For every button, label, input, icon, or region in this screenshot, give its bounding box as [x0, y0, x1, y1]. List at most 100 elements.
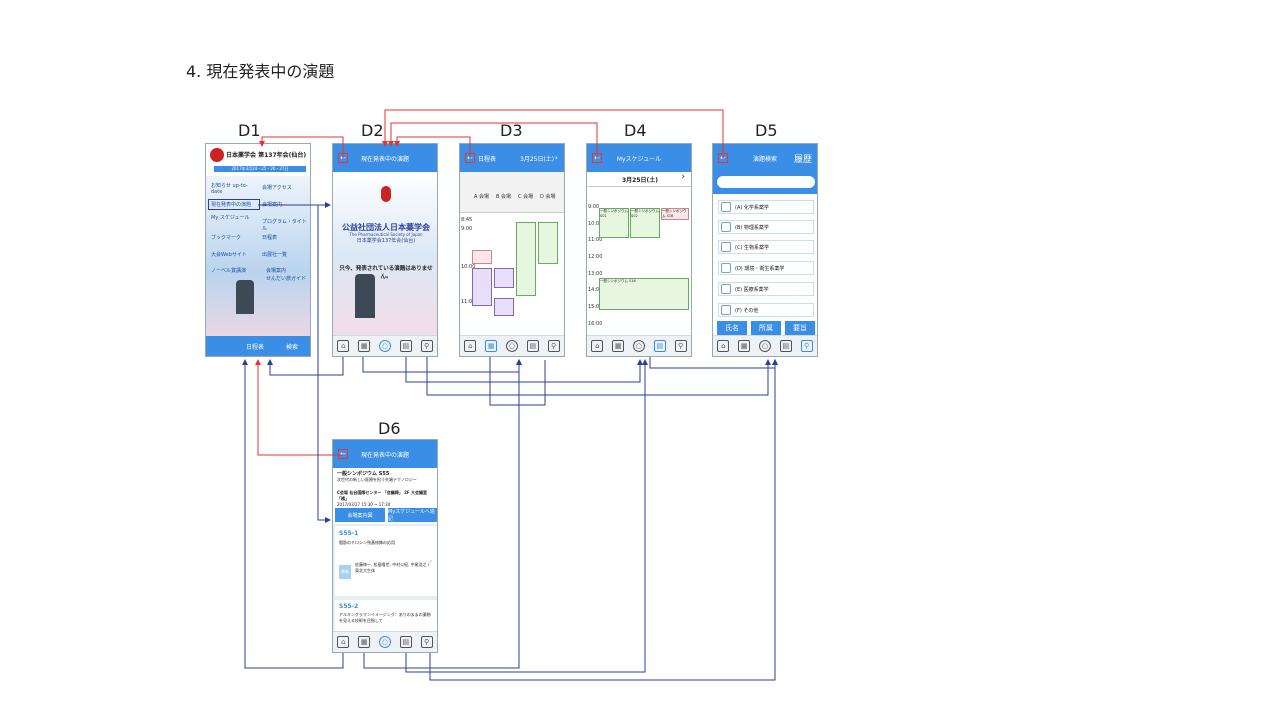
home-icon[interactable]: ⌂ — [464, 340, 477, 352]
label-d1: D1 — [238, 121, 261, 140]
tab-bar: ⌂ ▦ ○ ▤ ⚲ — [460, 335, 564, 356]
arrow-d6-back-to-d1 — [255, 359, 343, 456]
d3-header: 日程表 3月25日(土) — [460, 144, 564, 172]
event-block[interactable]: 一般シンポジウム S01 — [599, 208, 629, 238]
time-label: 14:00 — [588, 287, 603, 293]
next-icon[interactable]: › — [554, 153, 558, 162]
search-icon[interactable]: ⚲ — [547, 340, 560, 352]
chat-icon[interactable]: ○ — [632, 340, 645, 352]
session-block[interactable] — [516, 222, 536, 296]
search-icon[interactable]: ⚲ — [674, 340, 687, 352]
calendar-icon[interactable]: ▦ — [738, 340, 751, 352]
menu-website[interactable]: 大会Webサイト — [211, 252, 247, 258]
category-row[interactable]: (E) 医療系薬学 — [718, 282, 814, 296]
checkbox-icon[interactable] — [721, 284, 731, 294]
home-icon[interactable]: ⌂ — [337, 636, 350, 648]
category-label: (C) 生物系薬学 — [735, 244, 769, 251]
venue-map-button[interactable]: 会場案内図 — [335, 508, 385, 522]
search-by-abstract-button[interactable]: 要旨 — [785, 321, 815, 335]
category-label: (B) 物理系薬学 — [735, 224, 769, 231]
label-d3: D3 — [500, 121, 523, 140]
event-block[interactable]: 一般シンポジウム S02 — [630, 208, 660, 238]
screen-d2: 現在発表中の演題 ← 公益社団法人日本薬学会 The Pharmaceutica… — [332, 143, 438, 357]
presentation-card[interactable] — [335, 600, 437, 632]
checkbox-icon[interactable] — [721, 222, 731, 232]
menu-travel[interactable]: せんだい旅ガイド — [266, 276, 307, 282]
checkbox-icon[interactable] — [721, 305, 731, 315]
event-block[interactable]: 一般シンポジウム S16 — [661, 208, 689, 220]
menu-news[interactable]: お知らせ up-to-date — [211, 183, 248, 195]
calendar-icon[interactable]: ▦ — [612, 340, 625, 352]
tab-bar: ⌂ ▦ ○ ▤ ⚲ — [333, 335, 437, 356]
checkbox-icon[interactable] — [721, 242, 731, 252]
search-icon[interactable]: ⚲ — [420, 340, 433, 352]
chat-icon[interactable]: ○ — [378, 636, 391, 648]
room-a: A 会場 — [474, 194, 490, 200]
history-button[interactable]: 履歴 — [793, 155, 812, 165]
home-icon[interactable]: ⌂ — [591, 340, 604, 352]
room-d: D 会場 — [540, 194, 556, 200]
org-en: The Pharmaceutical Society of Japan — [349, 232, 423, 237]
session-block[interactable] — [494, 298, 514, 316]
category-label: (E) 医療系薬学 — [735, 286, 769, 293]
schedule-icon[interactable]: ▤ — [779, 340, 792, 352]
chat-icon[interactable]: ○ — [758, 340, 771, 352]
arrow-d2-search-to-d5 — [426, 357, 771, 396]
tab-bar: ⌂ ▦ ○ ▤ ⚲ — [713, 335, 817, 356]
session-time: 2017/03/27 15:30 ~ 17:30 — [337, 502, 391, 507]
screen-d1: 日本薬学会 第137年会(仙台) 2017年3月24・25・26・27日 お知ら… — [205, 143, 311, 357]
search-icon[interactable]: ⚲ — [800, 340, 813, 352]
calendar-icon[interactable]: ▦ — [358, 636, 371, 648]
session-desc: 次世代の新しい医療を担う先端テクノロジー — [337, 477, 417, 482]
session-block[interactable] — [494, 268, 514, 288]
session-block[interactable] — [538, 222, 558, 264]
event-block[interactable]: 一般シンポジウム S16 — [599, 278, 689, 310]
arrow-d1-to-d6 — [317, 205, 331, 523]
btn-search[interactable]: 検索 — [286, 344, 299, 351]
menu-access[interactable]: 会場アクセス — [262, 185, 292, 191]
home-icon[interactable]: ⌂ — [717, 340, 730, 352]
arrow-d2-back-to-d1 — [259, 136, 344, 158]
add-to-myschedule-button[interactable]: Myスケジュールへ追記 — [388, 508, 437, 522]
d3-header-title: 日程表 — [478, 155, 497, 163]
back-arrow-icon[interactable]: ← — [338, 449, 348, 459]
btn-timetable[interactable]: 日程表 — [246, 344, 265, 351]
search-by-name-button[interactable]: 氏名 — [717, 321, 747, 335]
session-block[interactable] — [472, 268, 492, 306]
calendar-icon[interactable]: ▦ — [358, 340, 371, 352]
menu-timetable[interactable]: 日程表 — [262, 235, 278, 241]
menu-nobel[interactable]: ノーベル賞講演 — [211, 268, 247, 274]
calendar-icon[interactable]: ▦ — [485, 340, 498, 352]
next-icon[interactable]: › — [681, 172, 685, 182]
search-icon[interactable]: ⚲ — [420, 636, 433, 648]
chat-icon[interactable]: ○ — [505, 340, 518, 352]
category-row[interactable]: (D) 環境・衛生系薬学 — [718, 261, 814, 275]
checkbox-icon[interactable] — [721, 202, 731, 212]
menu-exhibitors[interactable]: 出展社一覧 — [262, 252, 288, 258]
menu-program[interactable]: プログラム・タイトル — [262, 219, 307, 232]
time-0845: 8:45 — [461, 217, 473, 223]
menu-bookmark[interactable]: ブックマーク — [211, 235, 242, 241]
time-label: 12:00 — [588, 254, 603, 260]
menu-current[interactable]: 現在発表中の演題 — [211, 202, 252, 208]
category-row[interactable]: (C) 生物系薬学 — [718, 240, 814, 254]
session-block[interactable] — [472, 250, 492, 264]
chat-icon[interactable]: ○ — [378, 340, 391, 352]
home-icon[interactable]: ⌂ — [337, 340, 350, 352]
session-venue: C会場 仙台国際センター 「会議棟」 2F 大会議室「橘」 — [337, 490, 428, 501]
schedule-icon[interactable]: ▤ — [653, 340, 666, 352]
menu-myschedule[interactable]: My スケジュール — [211, 215, 250, 221]
presentation-card[interactable] — [335, 526, 437, 596]
search-by-affiliation-button[interactable]: 所属 — [751, 321, 781, 335]
schedule-icon[interactable]: ▤ — [399, 340, 412, 352]
checkbox-icon[interactable] — [721, 263, 731, 273]
menu-venue-guide[interactable]: 会場案内 — [266, 268, 287, 274]
category-row[interactable]: (A) 化学系薬学 — [718, 200, 814, 214]
search-input[interactable] — [717, 176, 815, 188]
arrow-d6-cal-to-d3 — [363, 359, 522, 669]
category-row[interactable]: (F) その他 — [718, 303, 814, 317]
arrow-d4-back-to-d2 — [388, 122, 598, 158]
schedule-icon[interactable]: ▤ — [399, 636, 412, 648]
category-row[interactable]: (B) 物理系薬学 — [718, 220, 814, 234]
schedule-icon[interactable]: ▤ — [526, 340, 539, 352]
